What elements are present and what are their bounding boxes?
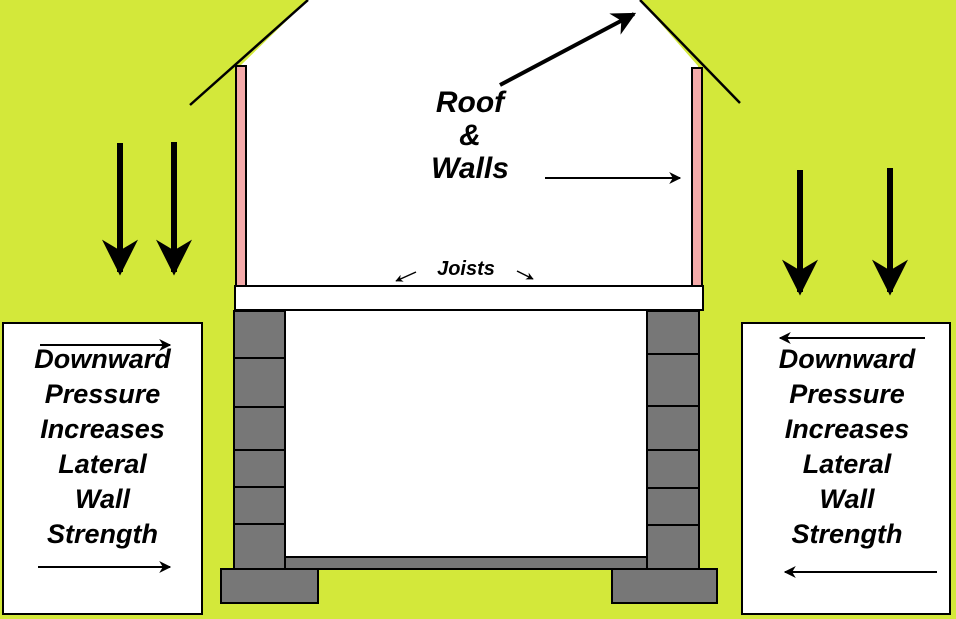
left-panel-line: Strength [47, 519, 158, 549]
roof-label-line2: & [459, 119, 481, 152]
right-panel-line: Increases [784, 414, 910, 444]
left-panel-line: Lateral [58, 449, 147, 479]
left-panel-line: Wall [74, 484, 130, 514]
wall-stud-left [235, 65, 247, 287]
right-panel-box [741, 322, 951, 615]
joist-arrow-left [395, 271, 417, 282]
footing-right [611, 568, 718, 604]
joist-arrow-right [516, 270, 534, 280]
roof-line-right [639, 0, 741, 104]
house-interior [240, 0, 698, 286]
roof-label-line1: Roof [435, 86, 505, 119]
left-panel-line: Increases [40, 414, 165, 444]
right-panel-text: Downward Pressure Increases Lateral Wall… [742, 342, 952, 552]
joists-label: Joists [437, 258, 495, 280]
joist-floor-beam [234, 285, 704, 311]
foundation-wall-left [233, 310, 286, 570]
right-panel-line: Downward [778, 344, 916, 374]
wall-stud-right [691, 67, 703, 287]
left-panel-text: Downward Pressure Increases Lateral Wall… [3, 342, 202, 552]
roof-line-left [189, 0, 309, 106]
basement-interior [285, 311, 647, 559]
left-panel-line: Downward [34, 344, 171, 374]
footing-left [220, 568, 319, 604]
right-panel-line: Pressure [789, 379, 905, 409]
right-panel-line: Wall [819, 484, 875, 514]
basement-slab [282, 556, 650, 570]
roof-label: Roof & Walls [400, 86, 540, 185]
right-panel-line: Strength [791, 519, 903, 549]
roof-label-line3: Walls [431, 152, 509, 185]
roof-pointer-arrow [499, 12, 637, 87]
left-panel-line: Pressure [44, 379, 161, 409]
right-panel-line: Lateral [802, 449, 892, 479]
foundation-wall-right [646, 310, 700, 570]
